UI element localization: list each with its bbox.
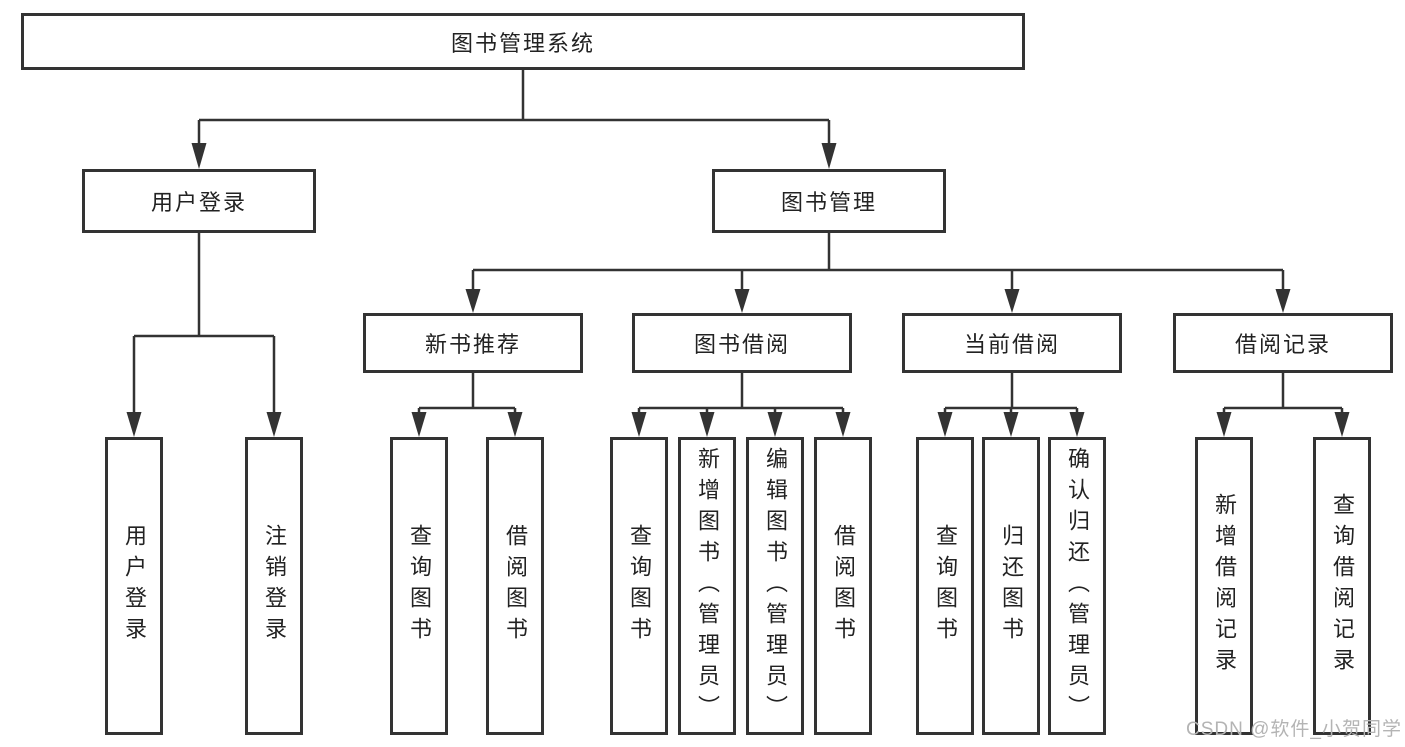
leaf-query-borrow-record: 查询借阅记录 bbox=[1313, 437, 1371, 735]
leaf-return-books: 归还图书 bbox=[982, 437, 1040, 735]
leaf-query-books-borrow: 查询图书 bbox=[610, 437, 668, 735]
node-book-management: 图书管理 bbox=[712, 169, 946, 233]
node-borrowing-records: 借阅记录 bbox=[1173, 313, 1393, 373]
node-current-borrowing: 当前借阅 bbox=[902, 313, 1122, 373]
leaf-add-borrow-record: 新增借阅记录 bbox=[1195, 437, 1253, 735]
leaf-add-books-admin: 新增图书（管理员） bbox=[678, 437, 736, 735]
leaf-user-login: 用户登录 bbox=[105, 437, 163, 735]
arrowheads bbox=[126, 143, 1350, 437]
leaf-query-books-current: 查询图书 bbox=[916, 437, 974, 735]
leaf-borrow-books-newbook: 借阅图书 bbox=[486, 437, 544, 735]
node-root-library-system: 图书管理系统 bbox=[21, 13, 1025, 70]
leaf-edit-books-admin: 编辑图书（管理员） bbox=[746, 437, 804, 735]
node-user-login: 用户登录 bbox=[82, 169, 316, 233]
leaf-confirm-return-admin: 确认归还（管理员） bbox=[1048, 437, 1106, 735]
leaf-borrow-books: 借阅图书 bbox=[814, 437, 872, 735]
node-new-book-recommend: 新书推荐 bbox=[363, 313, 583, 373]
leaf-logout: 注销登录 bbox=[245, 437, 303, 735]
node-book-borrowing: 图书借阅 bbox=[632, 313, 852, 373]
leaf-query-books-newbook: 查询图书 bbox=[390, 437, 448, 735]
csdn-watermark: CSDN @软件_小贺同学 bbox=[1186, 719, 1402, 740]
